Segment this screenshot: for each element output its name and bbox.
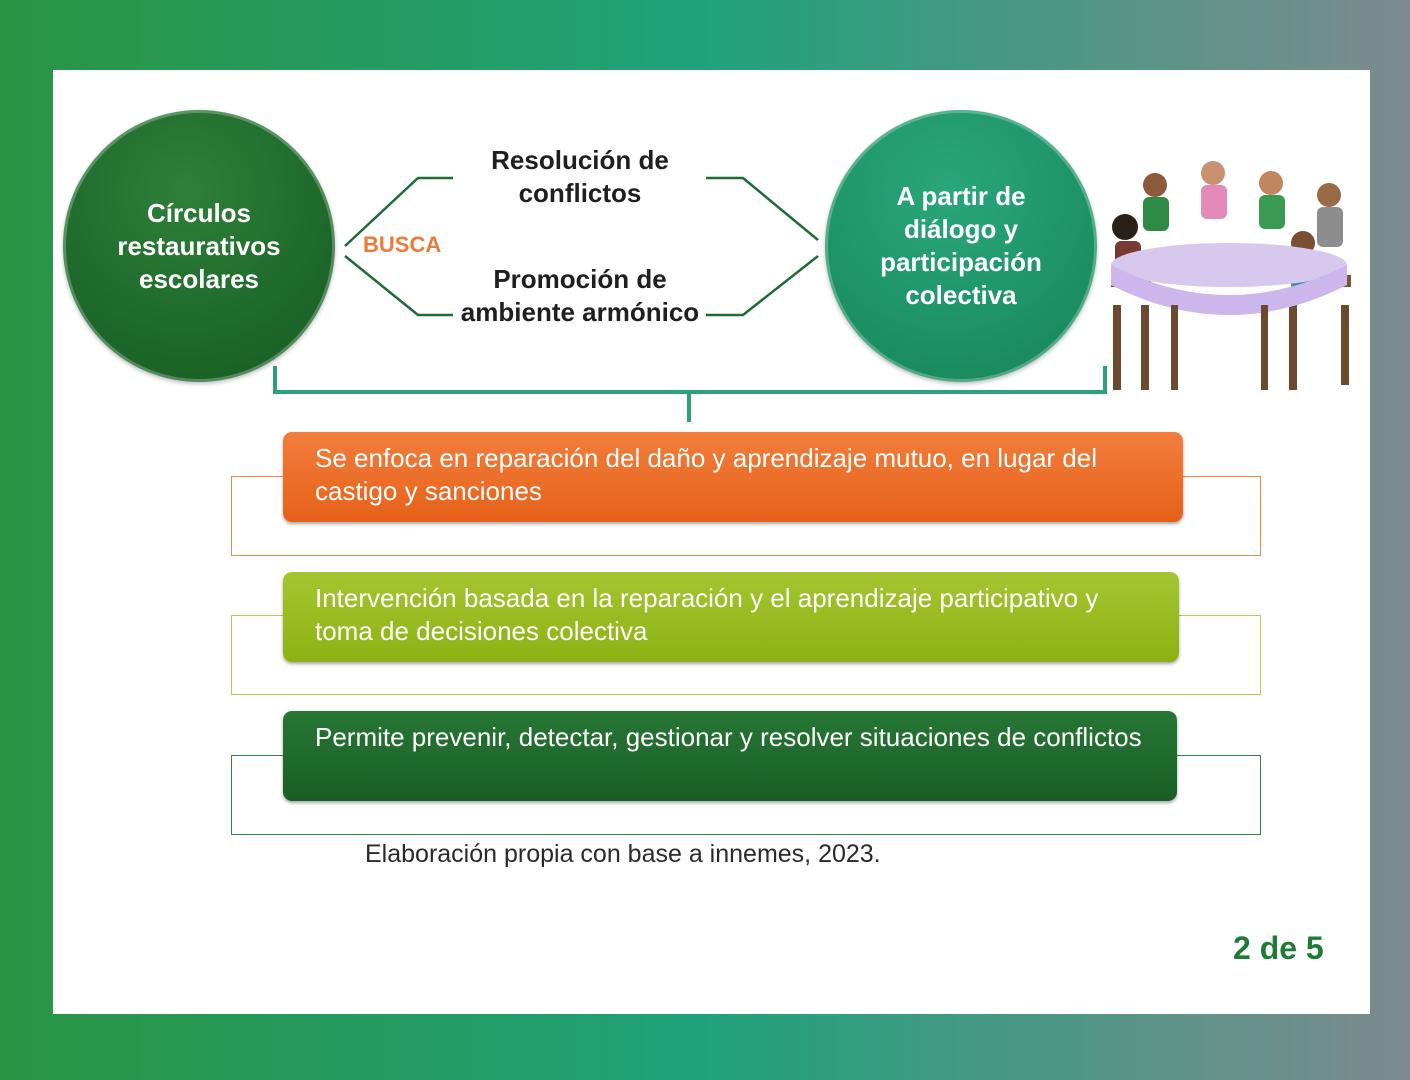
left-circle-label: Círculos restaurativos escolares [117, 197, 281, 294]
right-circle: A partir de diálogo y participación cole… [825, 110, 1097, 382]
page-counter: 2 de 5 [1233, 930, 1324, 966]
goal-conflict-resolution: Resolución de conflictos [491, 145, 669, 208]
bar-1: Se enfoca en reparación del daño y apren… [283, 432, 1183, 522]
bar-3: Permite prevenir, detectar, gestionar y … [283, 711, 1177, 801]
goal-harmonic-environment: Promoción de ambiente armónico [460, 264, 700, 327]
right-circle-label: A partir de diálogo y participación cole… [880, 181, 1042, 310]
left-circle: Círculos restaurativos escolares [63, 110, 335, 382]
bar-1-text: Se enfoca en reparación del daño y apren… [315, 443, 1097, 506]
bar-3-text: Permite prevenir, detectar, gestionar y … [315, 722, 1142, 752]
connector-lines [273, 176, 1107, 422]
slide: Círculos restaurativos escolares BUSCA R… [53, 70, 1370, 1014]
source-caption: Elaboración propia con base a innemes, 2… [365, 840, 881, 868]
bar-2: Intervención basada en la reparación y e… [283, 572, 1179, 662]
people-around-table-illustration [1111, 161, 1351, 390]
bar-2-text: Intervención basada en la reparación y e… [315, 583, 1099, 646]
busca-label: BUSCA [363, 232, 442, 257]
